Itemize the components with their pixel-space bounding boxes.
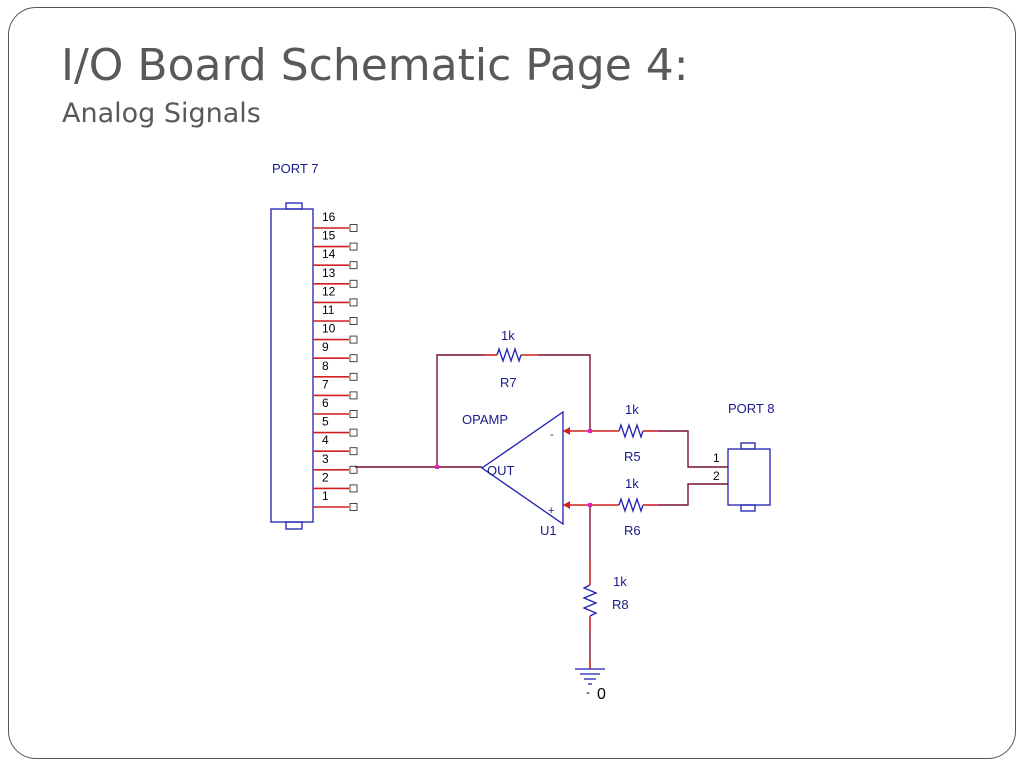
port7-pin-13-label: 13 xyxy=(322,266,336,280)
port7-top-tab xyxy=(285,202,303,210)
port7-pin-2-label: 2 xyxy=(322,470,329,484)
port7-connector: PORT 7 16 15 14 13 12 11 10 9 8 7 6 5 4 3 2 1 xyxy=(270,161,358,530)
port7-pin-2-terminal xyxy=(349,484,358,493)
port7-pin-3-label: 3 xyxy=(322,452,329,466)
port7-pin-1-terminal xyxy=(349,503,358,511)
port7-pin-12-terminal xyxy=(349,298,358,307)
port7-pin-7-label: 7 xyxy=(322,377,329,391)
opamp-minus-arrow xyxy=(563,427,570,435)
opamp-out-label: OUT xyxy=(487,463,515,478)
port7-pin-8-terminal xyxy=(349,372,358,381)
port8-connector: PORT 8 1 2 xyxy=(713,401,774,512)
port7-pin-14-label: 14 xyxy=(322,247,336,261)
port7-pin-15-terminal xyxy=(349,242,358,251)
port7-pin-11-label: 11 xyxy=(322,303,335,317)
ground-label: 0 xyxy=(597,686,606,703)
port7-pin-6-label: 6 xyxy=(322,396,329,410)
port7-pin-9-terminal xyxy=(349,354,358,363)
r6-value: 1k xyxy=(625,476,639,491)
r6-zigzag xyxy=(618,496,644,514)
opamp-minus-label: - xyxy=(550,429,554,441)
r8-zigzag xyxy=(582,584,598,617)
r5-ref: R5 xyxy=(624,449,641,464)
port7-pin-4-label: 4 xyxy=(322,433,329,447)
ground-dash: - xyxy=(586,685,590,699)
port7-pin-4-terminal xyxy=(349,447,358,456)
r5-zigzag xyxy=(618,422,644,440)
opamp-ref-label: U1 xyxy=(540,523,557,538)
port7-pin-14-terminal xyxy=(349,261,358,270)
r8-ref: R8 xyxy=(612,597,629,612)
wire-r5-to-port8-pin1 xyxy=(658,430,728,468)
r7-ref: R7 xyxy=(500,375,517,390)
port7-pin-9-label: 9 xyxy=(322,340,329,354)
port8-body xyxy=(727,448,771,506)
wire-r7-left xyxy=(436,354,485,467)
port7-pin-8-label: 8 xyxy=(322,359,329,373)
port7-pin-16-label: 16 xyxy=(322,210,336,224)
resistor-r7: 1k R7 xyxy=(485,328,538,390)
port7-pin-5-label: 5 xyxy=(322,415,329,429)
r6-ref: R6 xyxy=(624,523,641,538)
port8-label: PORT 8 xyxy=(728,401,774,416)
wires xyxy=(355,354,728,660)
port7-pin-12-label: 12 xyxy=(322,284,336,298)
port7-pin-10-label: 10 xyxy=(322,322,336,336)
opamp-u1: OPAMP U1 OUT - + xyxy=(462,410,590,538)
slide-frame xyxy=(8,7,1016,759)
junction-plus xyxy=(588,503,592,507)
port7-label: PORT 7 xyxy=(272,161,318,176)
port7-pin-11-terminal xyxy=(349,317,358,325)
r8-value: 1k xyxy=(613,574,627,589)
port8-pin-1-label: 1 xyxy=(713,451,720,465)
port7-pin-5-terminal xyxy=(349,428,358,437)
port7-pin-16-terminal xyxy=(349,224,358,232)
port7-pin-7-terminal xyxy=(349,391,358,400)
port8-top-tab xyxy=(740,442,756,450)
port7-pin-group: 16 15 14 13 12 11 10 9 8 7 6 5 4 3 2 1 xyxy=(313,210,358,511)
port8-bottom-tab xyxy=(740,504,756,512)
port7-pin-10-terminal xyxy=(349,335,358,344)
r7-value: 1k xyxy=(501,328,515,343)
opamp-plus-arrow xyxy=(563,501,570,509)
wire-r6-to-port8-pin2 xyxy=(658,483,728,506)
port7-pin-3-terminal xyxy=(349,465,358,474)
slide-title: I/O Board Schematic Page 4: xyxy=(61,40,689,91)
wire-r7-right xyxy=(538,354,591,431)
port7-pin-13-terminal xyxy=(349,279,358,288)
resistor-r5: 1k R5 xyxy=(590,402,658,464)
ground-symbol: - 0 xyxy=(575,660,606,703)
resistor-r6: 1k R6 xyxy=(590,476,658,538)
port7-pin-15-label: 15 xyxy=(322,229,336,243)
r5-value: 1k xyxy=(625,402,639,417)
port7-bottom-tab xyxy=(285,521,303,530)
opamp-type-label: OPAMP xyxy=(462,412,508,427)
r7-zigzag xyxy=(496,346,522,364)
junction-out-feedback xyxy=(435,465,439,469)
slide-subtitle: Analog Signals xyxy=(62,98,261,129)
opamp-triangle xyxy=(480,410,564,526)
port7-pin-1-label: 1 xyxy=(322,489,329,503)
port8-pin-2-label: 2 xyxy=(713,469,720,483)
port7-body xyxy=(270,208,314,523)
port7-pin-6-terminal xyxy=(349,410,358,418)
junctions xyxy=(435,429,592,507)
resistor-r8: 1k R8 xyxy=(582,560,629,630)
junction-minus xyxy=(588,429,592,433)
opamp-plus-label: + xyxy=(548,505,554,517)
